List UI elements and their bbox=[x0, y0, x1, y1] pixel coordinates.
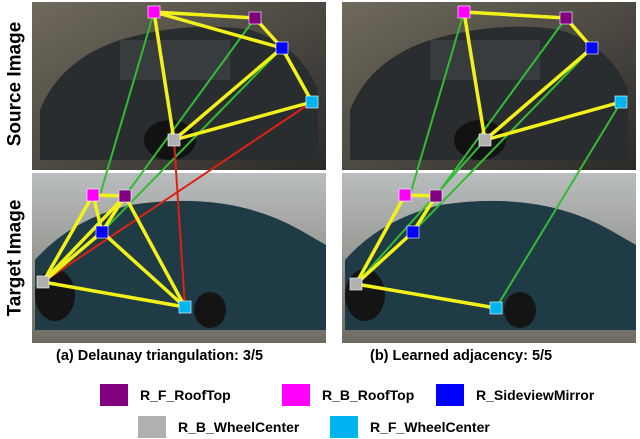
kp-r-b-wheelcenter bbox=[36, 275, 50, 289]
target-wheel bbox=[504, 292, 536, 328]
panel-a-target bbox=[32, 173, 326, 343]
source-car-body bbox=[40, 26, 318, 160]
source-car-body bbox=[350, 26, 628, 160]
source-window bbox=[430, 40, 540, 80]
kp-r-f-wheelcenter bbox=[305, 95, 319, 109]
kp-r-f-wheelcenter bbox=[178, 300, 192, 314]
match-line-correct bbox=[355, 139, 486, 285]
source-window bbox=[120, 40, 230, 80]
legend-swatch bbox=[282, 384, 310, 406]
match-line-correct bbox=[99, 11, 155, 196]
legend-item-r-f-wheelcenter: R_F_WheelCenter bbox=[330, 416, 490, 438]
kp-r-f-rooftop bbox=[429, 189, 443, 203]
kp-r-f-rooftop bbox=[559, 11, 573, 25]
caption-learned-adjacency: (b) Learned adjacency: 5/5 bbox=[370, 348, 553, 364]
match-line-correct bbox=[495, 101, 622, 309]
kp-r-b-rooftop bbox=[86, 188, 100, 202]
kp-r-sideviewmirror bbox=[406, 225, 420, 239]
caption-delaunay: (a) Delaunay triangulation: 3/5 bbox=[56, 348, 264, 364]
kp-r-b-wheelcenter bbox=[478, 133, 492, 147]
match-line-correct bbox=[435, 17, 567, 197]
legend-swatch bbox=[100, 384, 128, 406]
correspondence-lines bbox=[42, 11, 622, 309]
legend-item-r-b-rooftop: R_B_RoofTop bbox=[282, 384, 414, 406]
match-line-correct bbox=[124, 17, 256, 197]
legend-item-r-b-wheelcenter: R_B_WheelCenter bbox=[138, 416, 299, 438]
kp-r-b-wheelcenter bbox=[349, 277, 363, 291]
kp-r-b-rooftop bbox=[398, 188, 412, 202]
kp-r-b-rooftop bbox=[457, 5, 471, 19]
comparison-figure bbox=[32, 2, 636, 343]
kp-r-b-wheelcenter bbox=[167, 133, 181, 147]
kp-r-f-wheelcenter bbox=[489, 301, 503, 315]
kp-r-sideviewmirror bbox=[275, 41, 289, 55]
panel-a-source bbox=[32, 2, 326, 170]
legend-swatch bbox=[436, 384, 464, 406]
legend-item-r-f-rooftop: R_F_RoofTop bbox=[100, 384, 231, 406]
match-line-correct bbox=[412, 47, 593, 233]
kp-r-sideviewmirror bbox=[95, 225, 109, 239]
kp-r-b-rooftop bbox=[147, 5, 161, 19]
legend-item-r-sideviewmirror: R_SideviewMirror bbox=[436, 384, 594, 406]
kp-r-f-wheelcenter bbox=[614, 95, 628, 109]
kp-r-f-rooftop bbox=[118, 189, 132, 203]
match-line-correct bbox=[101, 47, 283, 233]
match-line-correct bbox=[409, 11, 465, 196]
kp-r-f-rooftop bbox=[248, 11, 262, 25]
legend-swatch bbox=[138, 416, 166, 438]
keypoints bbox=[36, 5, 628, 315]
target-wheel bbox=[194, 292, 226, 328]
match-line-wrong bbox=[173, 139, 186, 308]
kp-r-sideviewmirror bbox=[585, 41, 599, 55]
legend-swatch bbox=[330, 416, 358, 438]
